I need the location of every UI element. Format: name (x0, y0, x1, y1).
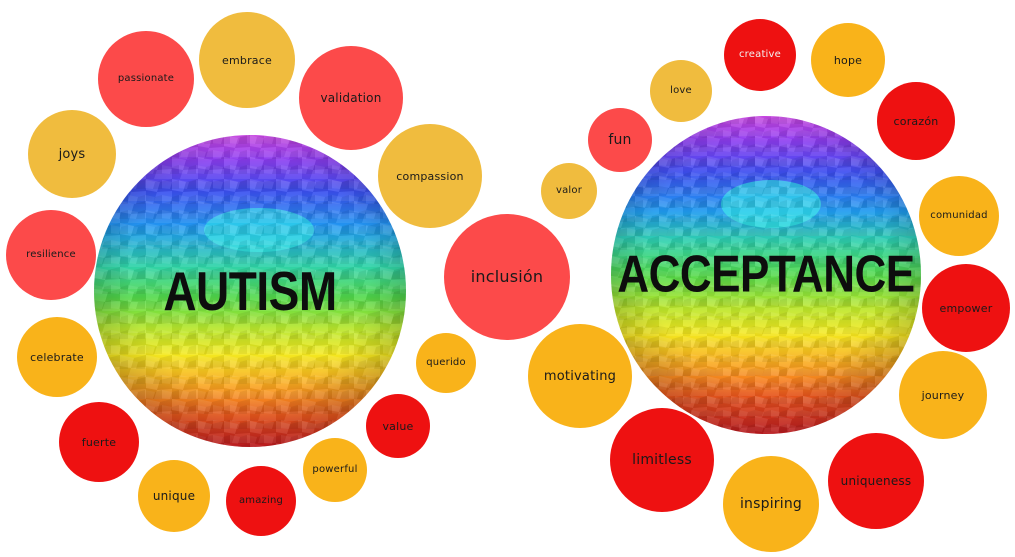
bubble-inclusion: inclusión (444, 214, 570, 340)
bubble-label: hope (833, 53, 863, 67)
bubble-joys: joys (28, 110, 116, 198)
bubble-validation: validation (299, 46, 403, 150)
bubble-label: valor (555, 185, 583, 196)
bubble-creative: creative (724, 19, 796, 91)
bubble-passionate: passionate (98, 31, 194, 127)
bubble-value: value (366, 394, 430, 458)
bubble-label: validation (320, 91, 382, 105)
bubble-label: love (670, 85, 692, 96)
rainbow-mosaic-image (611, 116, 921, 434)
bubble-resilience: resilience (6, 210, 96, 300)
bubble-amazing: amazing (226, 466, 296, 536)
bubble-label: inspiring (739, 496, 803, 512)
bubble-celebrate: celebrate (17, 317, 97, 397)
bubble-label: limitless (632, 452, 692, 468)
bubble-label: amazing (238, 495, 284, 506)
bubble-label: resilience (26, 249, 76, 260)
bubble-journey: journey (899, 351, 987, 439)
bubble-label: celebrate (30, 350, 84, 364)
bubble-label: inclusión (470, 267, 544, 286)
rainbow-mosaic-image (94, 135, 406, 447)
bubble-label: creative (738, 49, 782, 60)
bubble-label: comunidad (930, 210, 988, 221)
acceptance-title: ACCEPTANCE (617, 245, 915, 304)
autism-rainbow-circle: AUTISM (94, 135, 406, 447)
bubble-label: passionate (117, 73, 175, 84)
bubble-label: empower (939, 301, 993, 315)
bubble-label: value (382, 419, 414, 433)
bubble-empower: empower (922, 264, 1010, 352)
bubble-label: unique (152, 489, 196, 503)
bubble-compassion: compassion (378, 124, 482, 228)
bubble-limitless: limitless (610, 408, 714, 512)
bubble-label: corazón (893, 114, 939, 128)
bubble-valor: valor (541, 163, 597, 219)
bubble-corazon: corazón (877, 82, 955, 160)
bubble-unique: unique (138, 460, 210, 532)
bubble-querido: querido (416, 333, 476, 393)
bubble-uniqueness: uniqueness (828, 433, 924, 529)
bubble-label: fuerte (81, 435, 117, 449)
bubble-motivating: motivating (528, 324, 632, 428)
bubble-label: journey (921, 388, 965, 402)
bubble-label: motivating (543, 368, 617, 384)
bubble-fuerte: fuerte (59, 402, 139, 482)
bubble-label: powerful (312, 464, 358, 475)
bubble-hope: hope (811, 23, 885, 97)
bubble-comunidad: comunidad (919, 176, 999, 256)
bubble-label: joys (58, 146, 86, 162)
acceptance-rainbow-circle: ACCEPTANCE (611, 116, 921, 434)
bubble-embrace: embrace (199, 12, 295, 108)
bubble-label: uniqueness (840, 474, 912, 488)
bubble-label: compassion (396, 169, 464, 183)
bubble-label: embrace (222, 53, 272, 67)
bubble-label: querido (426, 357, 466, 368)
bubble-label: fun (608, 132, 632, 148)
bubble-inspiring: inspiring (723, 456, 819, 552)
autism-title: AUTISM (163, 260, 337, 322)
bubble-love: love (650, 60, 712, 122)
bubble-fun: fun (588, 108, 652, 172)
bubble-powerful: powerful (303, 438, 367, 502)
